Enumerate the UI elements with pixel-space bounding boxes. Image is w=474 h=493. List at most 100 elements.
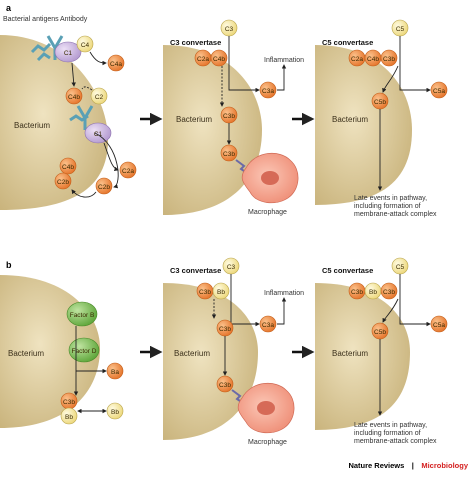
node-c3-label: C3 <box>225 26 234 33</box>
node-c3b-low <box>216 375 234 393</box>
node-c3b-1-label: C3b <box>351 289 363 296</box>
late-events-line-1: Late events in pathway, <box>354 195 427 202</box>
late-events-line-1: Late events in pathway, <box>354 422 427 429</box>
node-c4b-conv <box>210 49 228 67</box>
factor-d-label: Factor D <box>72 348 97 355</box>
node-c3b-conv-label: C3b <box>199 289 211 296</box>
late-events-line-2: including formation of <box>354 430 421 437</box>
macrophage-nucleus <box>261 171 279 185</box>
bacterium-label: Bacterium <box>332 349 368 358</box>
bacterium-shape <box>315 45 412 205</box>
node-c3b <box>380 49 398 67</box>
factor-b-label: Factor B <box>70 312 95 319</box>
panel-a-left: Bacterium Bacterial antigens Antibody C1… <box>0 16 137 210</box>
macrophage-label: Macrophage <box>248 439 287 446</box>
bacterium-label: Bacterium <box>332 115 368 124</box>
factor-d-node <box>68 337 100 363</box>
node-c4a <box>107 54 125 72</box>
node-c5a <box>430 315 448 333</box>
node-c3a <box>259 81 277 99</box>
node-c1-top <box>54 41 82 63</box>
late-events-line-3: membrane-attack complex <box>354 211 437 218</box>
node-ba <box>106 362 124 380</box>
journal-credit: Nature Reviews | Microbiology <box>348 455 468 472</box>
macrophage-label: Macrophage <box>248 209 287 216</box>
antibody-icon <box>46 35 94 130</box>
node-c4-label: C4 <box>81 42 90 49</box>
node-c1-top-label: C1 <box>64 50 73 57</box>
node-c4b-low-label: C4b <box>62 164 74 171</box>
bacterial-antigens-label: Bacterial antigens <box>3 16 59 23</box>
node-c3b-label: C3b <box>63 399 75 406</box>
factor-b-node <box>66 301 98 327</box>
bacterium-shape <box>0 35 108 210</box>
node-ba-label: Ba <box>111 369 119 376</box>
antigens-line: Bacterial antigens <box>3 16 59 23</box>
macrophage-nucleus <box>257 401 275 415</box>
node-c3b-2-label: C3b <box>383 289 395 296</box>
c5-convertase-title: C5 convertase <box>322 38 373 47</box>
node-c3a-label: C3a <box>262 88 274 95</box>
node-bb-label: Bb <box>369 289 377 296</box>
bacterium-label: Bacterium <box>14 121 50 130</box>
bacterium-shape <box>163 45 262 215</box>
panel-a-label: a <box>6 3 12 13</box>
node-bb-released <box>106 402 124 420</box>
node-c3b-low-label: C3b <box>223 151 235 158</box>
node-c2b-label: C2b <box>57 179 69 186</box>
journal-separator: | <box>412 461 414 470</box>
bacterium-label: Bacterium <box>8 349 44 358</box>
node-c2b-low-label: C2b <box>98 184 110 191</box>
node-c4b-low <box>59 157 77 175</box>
node-c5b-label: C5b <box>374 329 386 336</box>
node-c5b-label: C5b <box>374 99 386 106</box>
node-c3b-low-label: C3b <box>219 382 231 389</box>
node-c3b-mid-label: C3b <box>223 113 235 120</box>
node-c3a-label: C3a <box>262 322 274 329</box>
node-c4b-conv-label: C4b <box>213 56 225 63</box>
node-c3b-low <box>220 144 238 162</box>
c5-convertase-title: C5 convertase <box>322 266 373 275</box>
node-c2a-label: C2a <box>122 168 134 175</box>
panel-a-right: Bacterium C5 convertase C5 C2a C4b C3b C… <box>315 19 448 218</box>
node-c5a-label: C5a <box>433 88 445 95</box>
panel-a-middle: Bacterium C3 convertase C3 C2a C4b C3a I… <box>163 19 304 216</box>
late-events-line-3: membrane-attack complex <box>354 438 437 445</box>
node-c2a-label: C2a <box>351 56 363 63</box>
node-c5-label: C5 <box>396 264 405 271</box>
node-c4b-label: C4b <box>367 56 379 63</box>
node-bb-attached <box>60 407 78 425</box>
inflammation-label: Inflammation <box>264 57 304 64</box>
inflammation-label: Inflammation <box>264 290 304 297</box>
node-c3-label: C3 <box>227 264 236 271</box>
c3-convertase-title: C3 convertase <box>170 38 221 47</box>
panel-b-middle: Bacterium C3 convertase C3 C3b Bb C3a In… <box>163 257 304 446</box>
panel-b-label: b <box>6 260 12 270</box>
bacterium-label: Bacterium <box>176 115 212 124</box>
node-bb-released-label: Bb <box>111 409 119 416</box>
node-c3b-mid-label: C3b <box>219 326 231 333</box>
node-c4b-mid <box>65 87 83 105</box>
node-c5a-label: C5a <box>433 322 445 329</box>
panel-b-right: Bacterium C5 convertase C5 C3b Bb C3b C5… <box>315 257 448 445</box>
node-c4 <box>76 35 94 53</box>
node-bb-attached-label: Bb <box>65 414 73 421</box>
node-c2b <box>54 172 72 190</box>
node-bb-conv-label: Bb <box>217 289 225 296</box>
bacterium-shape <box>163 283 258 440</box>
journal-name: Nature Reviews <box>348 461 404 470</box>
panel-b-left: Bacterium Factor B Factor D Ba C3b Bb Bb <box>0 275 124 428</box>
node-c3b-2 <box>380 282 398 300</box>
antibody-label: Antibody <box>60 16 88 23</box>
bacterium-label: Bacterium <box>174 349 210 358</box>
node-c4a-label: C4a <box>110 61 122 68</box>
node-c2b-low <box>95 177 113 195</box>
node-c3b-label: C3b <box>383 56 395 63</box>
node-c2 <box>90 87 108 105</box>
node-c4b-mid-label: C4b <box>68 94 80 101</box>
journal-subject: Microbiology <box>421 461 468 470</box>
node-c2a-conv-label: C2a <box>197 56 209 63</box>
node-c2-label: C2 <box>95 94 104 101</box>
node-bb-conv <box>212 282 230 300</box>
